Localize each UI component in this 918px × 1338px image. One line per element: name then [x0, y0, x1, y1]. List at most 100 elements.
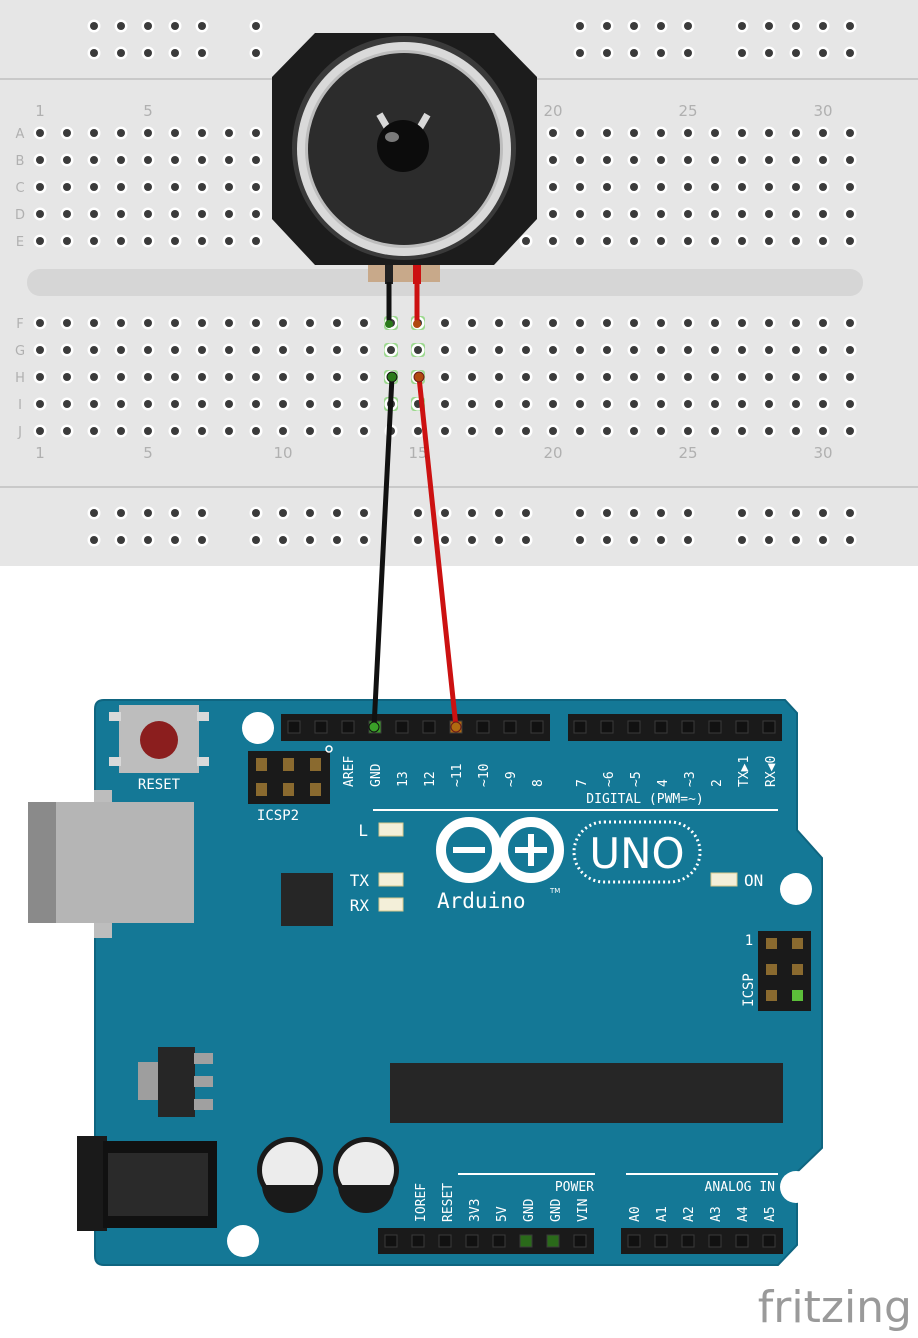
breadboard-hole[interactable] — [762, 153, 776, 167]
breadboard-hole[interactable] — [681, 424, 695, 438]
breadboard-hole[interactable] — [654, 370, 668, 384]
breadboard-hole[interactable] — [600, 234, 614, 248]
breadboard-hole[interactable] — [600, 46, 614, 60]
breadboard-hole[interactable] — [681, 370, 695, 384]
breadboard-hole[interactable] — [195, 397, 209, 411]
breadboard-hole[interactable] — [114, 533, 128, 547]
breadboard-hole[interactable] — [789, 506, 803, 520]
breadboard-hole[interactable] — [762, 424, 776, 438]
breadboard-hole[interactable] — [222, 370, 236, 384]
breadboard-hole[interactable] — [816, 397, 830, 411]
header-pin[interactable] — [600, 720, 614, 734]
breadboard-hole[interactable] — [519, 343, 533, 357]
breadboard-hole[interactable] — [762, 19, 776, 33]
breadboard-hole[interactable] — [222, 316, 236, 330]
breadboard-hole[interactable] — [141, 180, 155, 194]
breadboard-hole[interactable] — [249, 506, 263, 520]
breadboard-hole[interactable] — [249, 180, 263, 194]
breadboard-hole[interactable] — [546, 153, 560, 167]
breadboard-hole[interactable] — [843, 153, 857, 167]
breadboard-hole[interactable] — [681, 234, 695, 248]
breadboard-hole[interactable] — [573, 506, 587, 520]
header-pin[interactable] — [735, 720, 749, 734]
breadboard-hole[interactable] — [654, 506, 668, 520]
breadboard-hole[interactable] — [33, 126, 47, 140]
breadboard-hole[interactable] — [762, 207, 776, 221]
breadboard-hole[interactable] — [33, 180, 47, 194]
breadboard-hole[interactable] — [789, 234, 803, 248]
breadboard-hole[interactable] — [789, 19, 803, 33]
breadboard-hole[interactable] — [789, 180, 803, 194]
breadboard-hole[interactable] — [600, 180, 614, 194]
breadboard-hole[interactable] — [546, 316, 560, 330]
breadboard-hole[interactable] — [573, 153, 587, 167]
breadboard-hole[interactable] — [141, 46, 155, 60]
breadboard-hole[interactable] — [654, 234, 668, 248]
breadboard-hole[interactable] — [816, 19, 830, 33]
breadboard-hole[interactable] — [654, 316, 668, 330]
breadboard-hole[interactable] — [762, 506, 776, 520]
breadboard-hole[interactable] — [249, 424, 263, 438]
header-pin[interactable] — [627, 720, 641, 734]
breadboard-hole[interactable] — [708, 207, 722, 221]
breadboard-hole[interactable] — [87, 126, 101, 140]
breadboard-hole[interactable] — [627, 316, 641, 330]
breadboard-hole[interactable] — [762, 370, 776, 384]
breadboard-hole[interactable] — [60, 343, 74, 357]
breadboard-hole[interactable] — [681, 397, 695, 411]
breadboard-hole[interactable] — [465, 316, 479, 330]
breadboard-hole[interactable] — [357, 370, 371, 384]
header-pin[interactable] — [492, 1234, 506, 1248]
breadboard-hole[interactable] — [762, 126, 776, 140]
breadboard-hole[interactable] — [60, 424, 74, 438]
header-pin[interactable] — [287, 720, 301, 734]
breadboard-hole[interactable] — [87, 46, 101, 60]
breadboard-hole[interactable] — [573, 46, 587, 60]
breadboard-hole[interactable] — [114, 180, 128, 194]
header-pin[interactable] — [654, 1234, 668, 1248]
breadboard-hole[interactable] — [681, 207, 695, 221]
breadboard-hole[interactable] — [168, 153, 182, 167]
breadboard-hole[interactable] — [735, 424, 749, 438]
breadboard-hole[interactable] — [195, 343, 209, 357]
breadboard-hole[interactable] — [654, 19, 668, 33]
breadboard-hole[interactable] — [762, 397, 776, 411]
breadboard-hole[interactable] — [573, 533, 587, 547]
breadboard-hole[interactable] — [249, 46, 263, 60]
breadboard-hole[interactable] — [141, 533, 155, 547]
breadboard-hole[interactable] — [681, 153, 695, 167]
breadboard-hole[interactable] — [114, 207, 128, 221]
breadboard-hole[interactable] — [330, 533, 344, 547]
breadboard-hole[interactable] — [816, 207, 830, 221]
header-pin[interactable] — [411, 1234, 425, 1248]
breadboard-hole[interactable] — [762, 234, 776, 248]
breadboard-hole[interactable] — [708, 343, 722, 357]
breadboard-hole[interactable] — [789, 370, 803, 384]
breadboard-hole[interactable] — [519, 533, 533, 547]
breadboard-hole[interactable] — [519, 506, 533, 520]
breadboard-hole[interactable] — [681, 533, 695, 547]
breadboard-hole[interactable] — [114, 234, 128, 248]
breadboard-hole[interactable] — [600, 424, 614, 438]
breadboard-hole[interactable] — [762, 180, 776, 194]
breadboard-hole[interactable] — [168, 207, 182, 221]
breadboard-hole[interactable] — [222, 126, 236, 140]
breadboard-hole[interactable] — [465, 506, 479, 520]
breadboard-hole[interactable] — [492, 316, 506, 330]
breadboard-hole[interactable] — [627, 153, 641, 167]
breadboard-hole[interactable] — [195, 19, 209, 33]
breadboard-hole[interactable] — [357, 506, 371, 520]
breadboard-hole[interactable] — [168, 316, 182, 330]
header-pin[interactable] — [627, 1234, 641, 1248]
breadboard-hole[interactable] — [249, 19, 263, 33]
breadboard-hole[interactable] — [438, 506, 452, 520]
breadboard-hole[interactable] — [735, 19, 749, 33]
breadboard-hole[interactable] — [519, 370, 533, 384]
breadboard-hole[interactable] — [168, 506, 182, 520]
header-pin[interactable] — [519, 1234, 533, 1248]
breadboard-hole[interactable] — [789, 343, 803, 357]
breadboard-hole[interactable] — [222, 207, 236, 221]
breadboard-hole[interactable] — [762, 316, 776, 330]
breadboard-hole[interactable] — [627, 343, 641, 357]
breadboard-hole[interactable] — [33, 207, 47, 221]
